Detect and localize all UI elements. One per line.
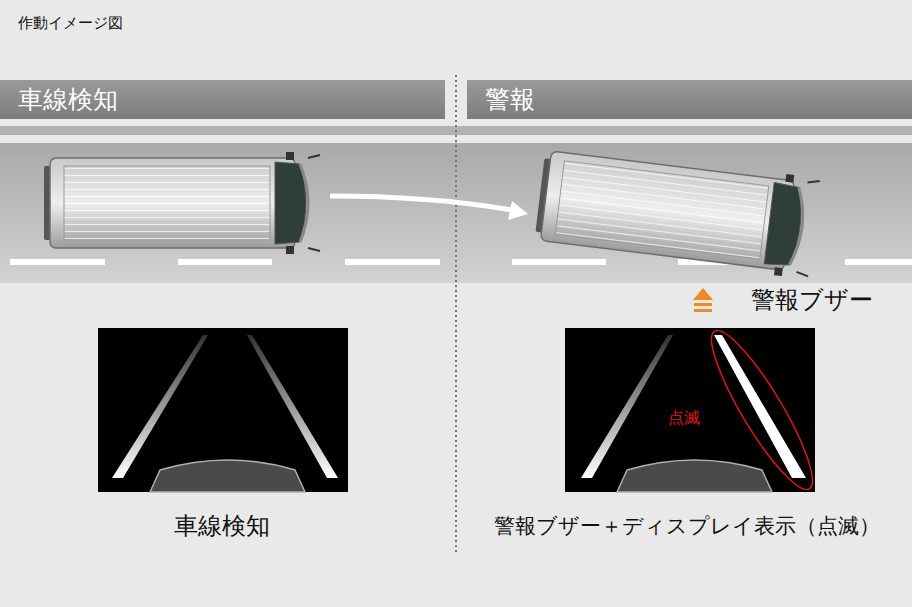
motion-arrow — [330, 196, 512, 210]
hood — [150, 460, 305, 492]
lane-line — [247, 335, 338, 478]
section-band: 車線検知 — [0, 80, 445, 119]
buzzer-icon — [693, 288, 713, 312]
van-drifting — [534, 144, 820, 279]
display — [98, 328, 348, 492]
section-band: 警報 — [467, 80, 912, 119]
lane-line-flashing — [714, 335, 806, 478]
display-caption: 車線検知 — [174, 510, 270, 542]
display-caption: 警報ブザー＋ディスプレイ表示（点滅） — [494, 512, 880, 540]
van — [44, 152, 320, 254]
lane-line — [112, 335, 208, 478]
motion-arrowhead — [508, 201, 528, 220]
diagram-title: 作動イメージ図 — [18, 14, 123, 33]
hood — [617, 460, 772, 492]
divider — [455, 75, 457, 555]
buzzer-label: 警報ブザー — [751, 284, 873, 316]
display-screen: 点滅 — [565, 328, 815, 492]
band-heading: 車線検知 — [18, 83, 118, 116]
flash-note: 点滅 — [668, 408, 815, 429]
lane-line — [581, 335, 673, 478]
band-heading: 警報 — [485, 83, 535, 116]
highlight-ellipse — [697, 321, 826, 499]
